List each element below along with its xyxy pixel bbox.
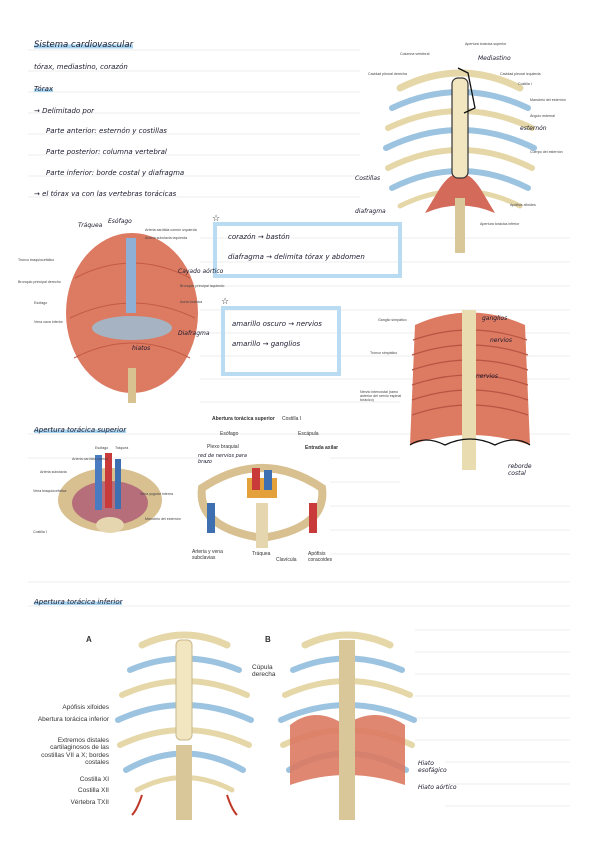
superior-aperture-illustration [58, 453, 162, 533]
hand-nervios: nervios [476, 373, 498, 380]
fig2-label: Arteria subclavia izquierda [145, 236, 188, 240]
fig6-label-extremos: Extremos distales cartilaginosos de las … [41, 737, 109, 767]
box2-line2: amarillo → ganglios [232, 340, 301, 348]
fig5-label-esofago: Esófago [220, 431, 239, 437]
fig4-label: Costilla I [33, 530, 47, 534]
fig1-label: Cavidad pleural derecha [368, 72, 407, 76]
hand-hiato-aort: Hiato aórtico [418, 784, 457, 791]
section-torax: Tórax [34, 85, 54, 93]
parte-anterior: Parte anterior: esternón y costillas [46, 127, 167, 135]
box1-line2: diafragma → delimita tórax y abdomen [228, 253, 365, 261]
thoracic-inlet-illustration [197, 464, 327, 548]
fig5-label-plexo: Plexo braquial [207, 444, 239, 450]
fig5-label-apofisis: Apófisis coracoides [308, 551, 333, 563]
fig2-label: Bronquio principal derecho [18, 280, 61, 284]
fig4-label: Arteria carótida común [72, 457, 109, 461]
hand-hiato-esof: Hiato esofágico [418, 760, 447, 774]
star-icon: ☆ [212, 214, 221, 224]
fig5-label-clavicula: Clavícula [276, 557, 297, 563]
hand-ganglios: ganglios [482, 315, 508, 322]
fig1-label: Columna vertebral [400, 52, 430, 56]
fig5-label-traquea: Tráquea [252, 551, 271, 557]
fig1-label: Manubrio del esternón [530, 98, 566, 102]
fig6-label-apertura: Abertura torácica inferior [37, 716, 109, 723]
fig2-label: Esófago [34, 301, 48, 305]
apertura-superior-heading: Apertura torácica superior [34, 426, 127, 434]
fig1-label: Cavidad pleural izquierda [500, 72, 541, 76]
fig6-label-cxi: Costilla XI [79, 776, 109, 783]
fig1-label: Costilla I [518, 82, 532, 86]
hand-esternon: esternón [520, 125, 547, 132]
fig4-label: Vena yugular interna [140, 492, 173, 496]
hand-hiatos: hiatos [132, 345, 151, 352]
parte-posterior: Parte posterior: columna vertebral [46, 148, 167, 156]
fig2-label: Aorta torácica [180, 300, 203, 304]
fig5-label-costilla: Costilla I [282, 416, 302, 422]
fig1-label: Ángulo esternal [530, 114, 555, 118]
fig4-label: Manubrio del esternón [145, 517, 181, 521]
fig5-label-arteria: Arteria y vena subclavias [192, 549, 223, 561]
hand-diafragma: Diafragma [178, 330, 210, 337]
fig5-label-escapula: Escápula [298, 431, 319, 437]
fig3-label: Tronco simpático [370, 351, 398, 355]
fig2-label: Bronquio principal izquierdo [180, 284, 225, 288]
posterior-thorax-illustration [409, 310, 531, 470]
fig6-letter: A [86, 635, 92, 644]
apertura-inferior-heading: Apertura torácica inferior [34, 598, 123, 606]
fig1-label: Apófisis xifoides [510, 203, 536, 207]
hand-nervios: nervios [490, 337, 512, 344]
mediastinum-illustration [66, 233, 198, 403]
hand-esofago: Esófago [108, 218, 132, 225]
note-box-2 [221, 306, 341, 376]
fig2-label: Vena cava inferior [34, 320, 63, 324]
notes-subtitle: tórax, mediastino, corazón [34, 63, 128, 71]
fig6-label-xifoides: Apófisis xifoides [62, 704, 109, 711]
fig2-label: Arteria carótida común izquierda [145, 228, 197, 232]
hand-plexo: red de nervios para brazo [198, 453, 247, 465]
fig6-label-vertebra: Vértebra TXII [70, 799, 109, 806]
fig4-label: Tráquea [115, 446, 129, 450]
hand-reborde: reborde costal [508, 463, 532, 477]
hand-mediastino: Mediastino [478, 55, 511, 62]
hand-traquea: Tráquea [78, 222, 103, 229]
fig5-label-entrada: Entrada axilar [305, 445, 339, 451]
inferior-aperture-illustration-a [115, 631, 254, 820]
fig4-label: Vena braquiocefálica [33, 489, 67, 493]
fig6-label-cxii: Costilla XII [77, 787, 109, 794]
fig1-label: Apertura torácica superior [465, 42, 507, 46]
fig4-label: Arteria subclavia [40, 470, 67, 474]
fig7-label-cupula: Cúpula derecha [252, 664, 276, 679]
star-icon: ☆ [221, 297, 230, 307]
fig7-letter: B [265, 635, 271, 644]
fig4-label: Esófago [95, 446, 109, 450]
fig2-label: Tronco braquiocefálico [18, 258, 55, 262]
vertebras-text: → el tórax va con las vertebras torácica… [34, 190, 177, 198]
fig3-label: Nervio intercostal (ramo anterior del ne… [360, 390, 402, 402]
fig1-label: Cuerpo del esternón [530, 150, 563, 154]
fig5-label-apertura: Abertura torácica superior [212, 416, 275, 422]
fig3-label: Ganglio simpático [378, 318, 407, 322]
hand-cayado: Cayado aórtico [178, 268, 224, 275]
hand-costillas: Costillas [355, 175, 381, 182]
fig1-label: Apertura torácica inferior [480, 222, 520, 226]
notes-title: Sistema cardiovascular [34, 40, 134, 50]
note-box-1 [213, 222, 402, 278]
delimitado-text: → Delimitado por [34, 107, 95, 115]
inferior-aperture-illustration-b [278, 631, 417, 820]
box1-line1: corazón → bastón [228, 233, 290, 241]
thorax-cage-illustration [383, 67, 537, 253]
parte-inferior: Parte inferior: borde costal y diafragma [46, 169, 185, 177]
hand-diafragma: diafragma [355, 208, 386, 215]
box2-line1: amarillo oscuro → nervios [232, 320, 322, 328]
